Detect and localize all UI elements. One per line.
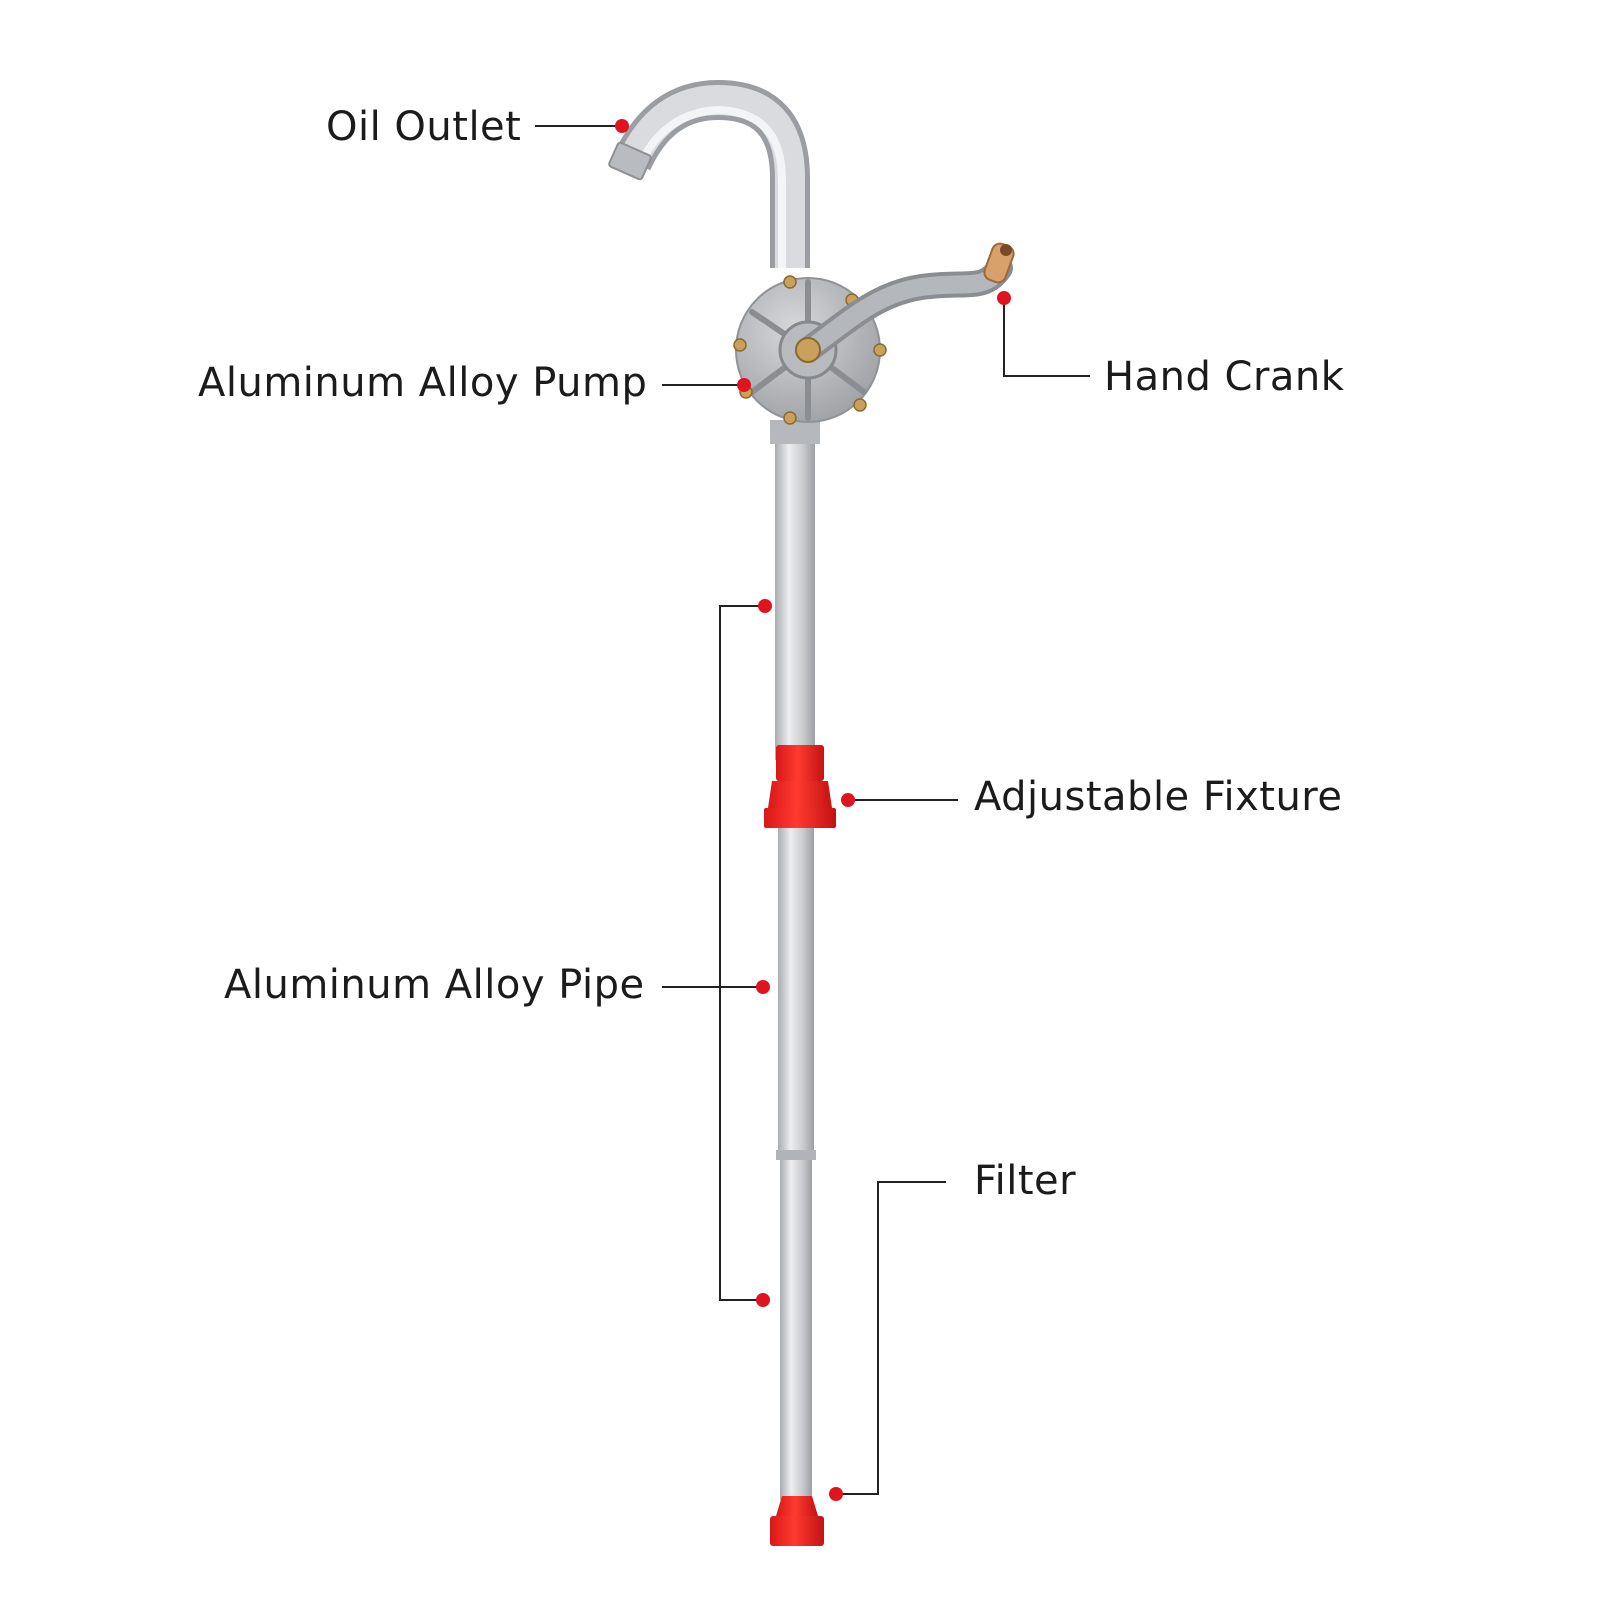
label-oil-outlet: Oil Outlet — [326, 104, 522, 150]
dot-pipe-bottom — [756, 1293, 770, 1307]
label-hand-crank: Hand Crank — [1104, 354, 1345, 400]
dot-aluminum-alloy-pump — [737, 378, 751, 392]
leader-hand-crank — [1003, 298, 1090, 377]
hand-crank-arm — [795, 242, 1015, 363]
adjustable-fixture-part — [764, 745, 836, 828]
pipe-lower-section — [776, 820, 816, 1500]
oil-outlet-spout — [608, 79, 810, 268]
pipe-upper-section — [770, 420, 820, 760]
label-adjustable-fixture: Adjustable Fixture — [974, 774, 1343, 820]
dot-aluminum-alloy-pipe — [756, 980, 770, 994]
leader-filter — [836, 1181, 946, 1495]
callout-leaders — [535, 125, 1090, 1495]
filter-part — [770, 1496, 824, 1546]
label-filter: Filter — [974, 1158, 1077, 1204]
label-aluminum-alloy-pump: Aluminum Alloy Pump — [198, 360, 648, 406]
label-aluminum-alloy-pipe: Aluminum Alloy Pipe — [224, 962, 645, 1008]
dot-pipe-top — [758, 599, 772, 613]
dot-hand-crank — [997, 291, 1011, 305]
dot-adjustable-fixture — [841, 793, 855, 807]
callout-dots — [615, 119, 1011, 1501]
leader-pipe-bracket — [719, 605, 763, 1301]
dot-oil-outlet — [615, 119, 629, 133]
dot-filter — [829, 1487, 843, 1501]
